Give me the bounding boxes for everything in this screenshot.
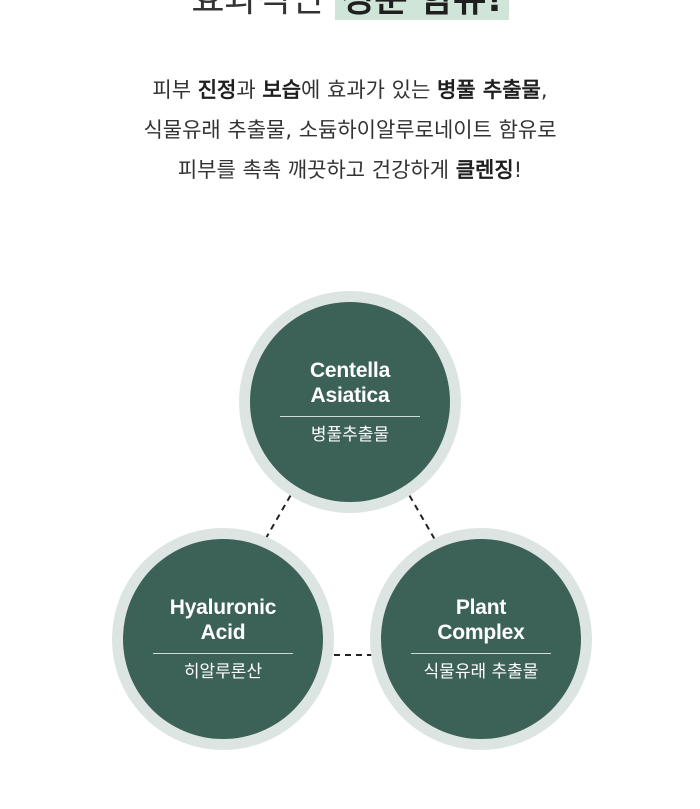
description: 피부 진정과 보습에 효과가 있는 병풀 추출물, 식물유래 추출물, 소듐하이… (0, 70, 700, 190)
description-segment: 식물유래 추출물, 소듐하이알루로네이트 함유로 (143, 118, 557, 142)
ingredient-ko: 병풀추출물 (310, 425, 390, 445)
ingredient-ko: 히알루론산 (183, 662, 263, 682)
connector-top-right (403, 485, 439, 546)
headline: 효과적인 성분 함유! (0, 0, 700, 26)
ingredient-en-line2: Complex (437, 621, 525, 644)
ingredient-en-line1: Hyaluronic (169, 596, 277, 619)
description-segment: 병풀 추출물 (436, 78, 541, 102)
description-line-2: 식물유래 추출물, 소듐하이알루로네이트 함유로 (0, 110, 700, 150)
headline-highlight: 성분 함유! (335, 0, 509, 20)
ingredient-circle-centella: Centella Asiatica 병풀추출물 (239, 291, 461, 513)
ingredient-en-line1: Centella (309, 359, 391, 382)
ingredient-divider (153, 653, 293, 654)
description-segment: 진정 (197, 78, 237, 102)
description-line-3: 피부를 촉촉 깨끗하고 건강하게 클렌징! (0, 150, 700, 190)
description-segment: 에 효과가 있는 (301, 78, 437, 102)
description-segment: 클렌징 (455, 158, 514, 182)
description-segment: , (540, 78, 548, 102)
description-segment: 과 (236, 78, 263, 102)
ingredient-en-line2: Asiatica (310, 384, 390, 407)
ingredient-circle-hyaluronic: Hyaluronic Acid 히알루론산 (112, 528, 334, 750)
ingredient-en-line1: Plant (455, 596, 507, 619)
description-segment: 피부 (152, 78, 198, 102)
description-segment: ! (513, 158, 523, 182)
description-line-1: 피부 진정과 보습에 효과가 있는 병풀 추출물, (0, 70, 700, 110)
ingredient-circle-plant: Plant Complex 식물유래 추출물 (370, 528, 592, 750)
ingredient-en-line2: Acid (200, 621, 246, 644)
ingredient-divider (280, 416, 420, 417)
ingredient-divider (411, 653, 551, 654)
description-segment: 보습 (262, 78, 302, 102)
ingredient-ko: 식물유래 추출물 (423, 662, 539, 682)
headline-prefix: 효과적인 (191, 0, 335, 20)
description-segment: 피부를 촉촉 깨끗하고 건강하게 (177, 158, 456, 182)
